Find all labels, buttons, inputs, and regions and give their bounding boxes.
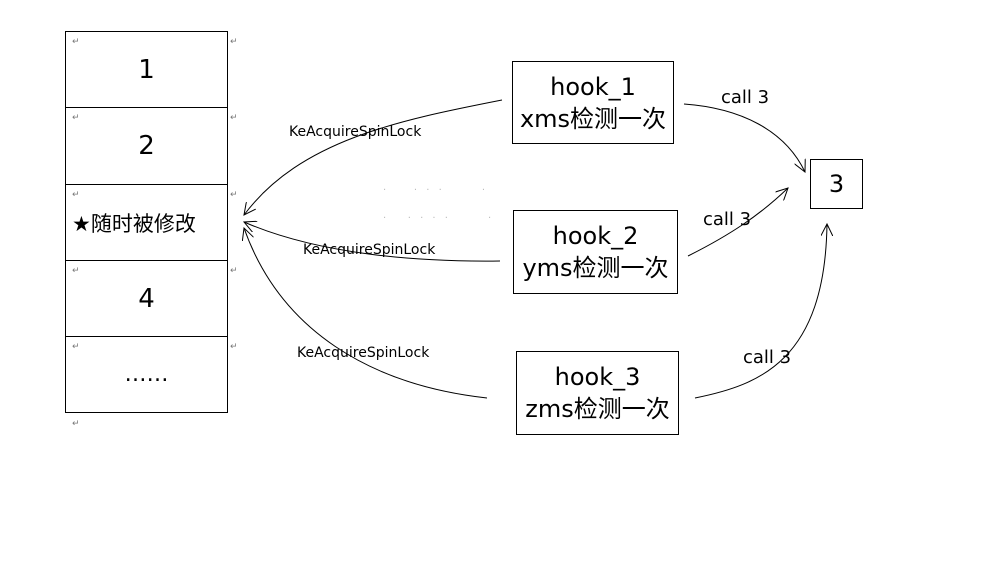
spinlock-arrow-3	[244, 228, 488, 399]
table-cell-2: 2	[65, 107, 228, 185]
target-box: 3	[810, 159, 863, 209]
paragraph-mark-icon: ↵	[72, 266, 80, 276]
paragraph-mark-icon: ↵	[72, 342, 80, 352]
paragraph-mark-icon: ↵	[72, 419, 80, 429]
hook-name-1: hook_1	[550, 72, 636, 101]
call-arrow-2	[687, 188, 788, 257]
call-arrow-3	[694, 224, 827, 399]
spinlock-arrow-1	[244, 99, 503, 215]
cell-text-1: 1	[138, 54, 155, 85]
smudge-mark: . . . . . .	[383, 210, 495, 221]
hook-box-2: hook_2 yms检测一次	[513, 210, 678, 294]
paragraph-mark-icon: ↵	[230, 342, 238, 352]
spinlock-label-3: KeAcquireSpinLock	[297, 345, 430, 361]
table-cell-4: 4	[65, 260, 228, 337]
paragraph-mark-icon: ↵	[72, 113, 80, 123]
cell-text-modified: ★随时被修改	[72, 211, 196, 236]
cell-text-4: 4	[138, 283, 155, 314]
paragraph-mark-icon: ↵	[72, 190, 80, 200]
hook-desc-3: zms检测一次	[525, 395, 670, 423]
table-cell-modified: ★随时被修改	[65, 184, 228, 261]
hook-desc-1: xms检测一次	[519, 104, 667, 133]
spinlock-label-1: KeAcquireSpinLock	[289, 124, 422, 140]
hook-name-3: hook_3	[554, 363, 641, 391]
paragraph-mark-icon: ↵	[230, 113, 238, 123]
hook-name-2: hook_2	[552, 222, 639, 250]
paragraph-mark-icon: ↵	[72, 37, 80, 47]
paragraph-mark-icon: ↵	[230, 190, 238, 200]
target-label: 3	[828, 170, 845, 198]
paragraph-mark-icon: ↵	[230, 37, 238, 47]
paragraph-mark-icon: ↵	[230, 266, 238, 276]
spinlock-arrow-2	[244, 222, 501, 262]
hook-box-1: hook_1 xms检测一次	[512, 61, 674, 144]
hook-box-3: hook_3 zms检测一次	[516, 351, 679, 435]
table-cell-1: 1	[65, 31, 228, 108]
cell-text-more: ……	[124, 362, 169, 387]
call-label-2: call 3	[703, 209, 752, 230]
hook-desc-2: yms检测一次	[522, 254, 669, 282]
cell-text-2: 2	[138, 131, 155, 161]
call-arrow-1	[683, 103, 805, 172]
call-label-1: call 3	[721, 87, 770, 108]
call-label-3: call 3	[743, 347, 792, 368]
smudge-mark: . . . . .	[383, 182, 489, 193]
spinlock-label-2: KeAcquireSpinLock	[303, 242, 436, 258]
table-cell-more: ……	[65, 336, 228, 413]
